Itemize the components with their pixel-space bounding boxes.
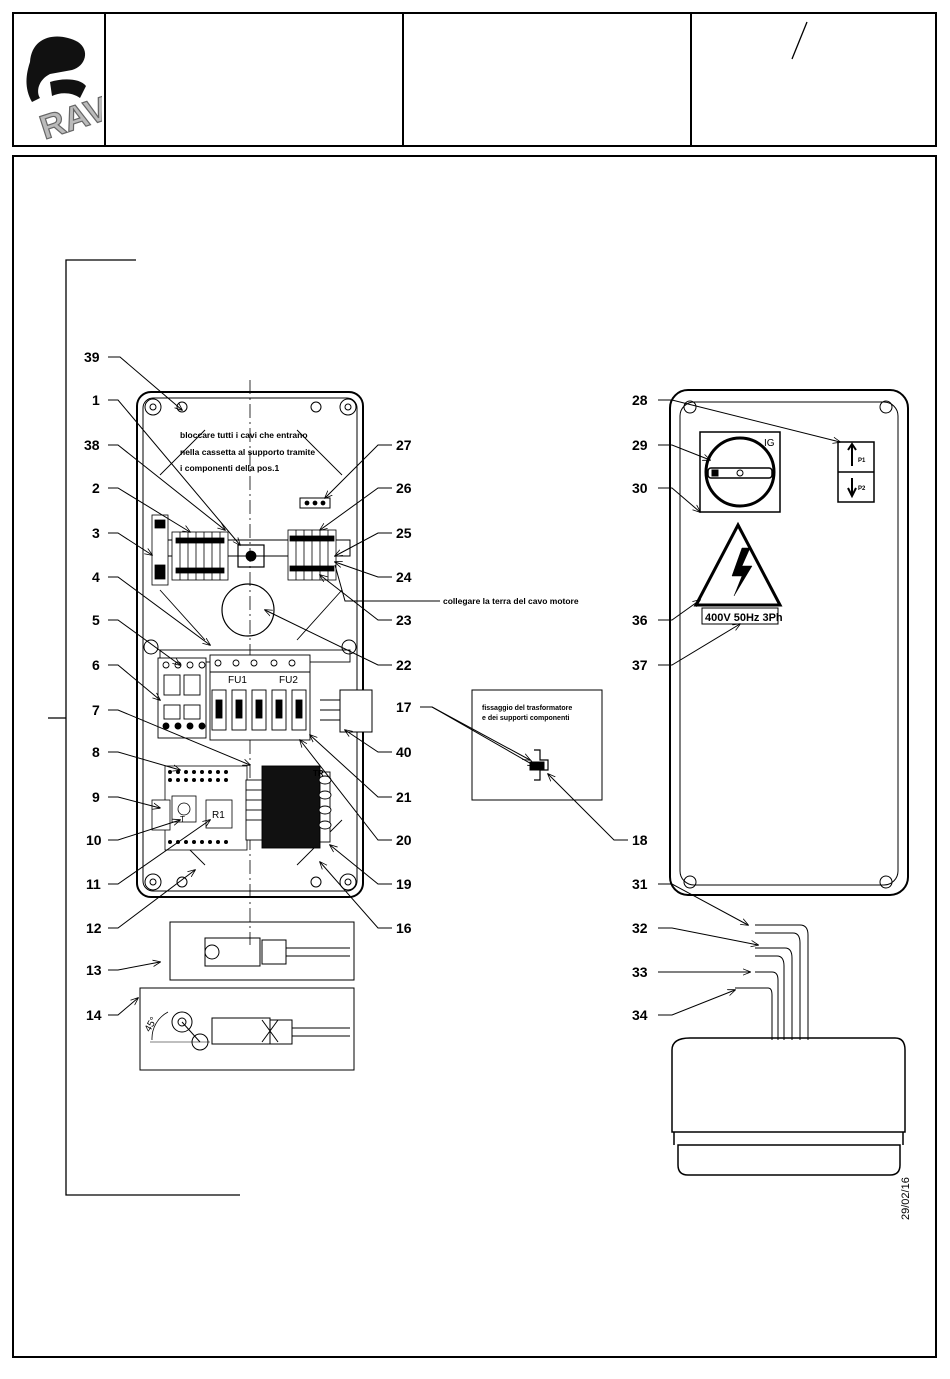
pos-31: 31 (632, 876, 648, 892)
pos-8: 8 (92, 744, 100, 760)
pos-38: 38 (84, 437, 100, 453)
leader-lines-cover (658, 399, 840, 1016)
title-block: RAV (12, 12, 937, 148)
pos-21: 21 (396, 789, 412, 805)
pos-10: 10 (86, 832, 102, 848)
fu2-label: FU2 (279, 675, 298, 686)
transformer (245, 765, 332, 849)
position-numbers-right: 27 26 25 24 23 22 40 21 20 19 16 (396, 437, 412, 936)
t-label: T (180, 815, 185, 824)
position-numbers-detail: 17 18 (396, 699, 648, 848)
pos-17: 17 (396, 699, 412, 715)
title-cell-1 (104, 14, 404, 145)
pos-23: 23 (396, 612, 412, 628)
pos-24: 24 (396, 569, 412, 585)
enclosure-cover (669, 389, 909, 896)
pos-26: 26 (396, 480, 412, 496)
leader-lines-right (265, 444, 440, 929)
pos-33: 33 (632, 964, 648, 980)
fu1-label: FU1 (228, 675, 247, 686)
limit-switch-13 (169, 921, 355, 981)
fuse-holders (209, 654, 311, 741)
pos-34: 34 (632, 1007, 648, 1023)
pos-11: 11 (86, 876, 101, 892)
title-cell-2 (402, 14, 692, 145)
pos-16: 16 (396, 920, 412, 936)
pos-19: 19 (396, 876, 412, 892)
title-cell-3 (690, 14, 937, 145)
fixing-line-1: fissaggio del trasformatore (482, 705, 572, 712)
transformer-fixing-note: fissaggio del trasformatore e dei suppor… (482, 705, 572, 722)
rav-logo: RAV (20, 22, 114, 148)
leader-lines (108, 356, 250, 1016)
warning-triangle (693, 521, 783, 625)
ig-label: IG (764, 438, 775, 449)
pos-22: 22 (396, 657, 412, 673)
p1-label: P1 (858, 458, 866, 464)
pos-2: 2 (92, 480, 100, 496)
relay-board (151, 765, 248, 851)
main-switch (699, 431, 781, 513)
contactor-group (157, 649, 351, 739)
pos-14: 14 (86, 1007, 102, 1023)
terminal-block-right (287, 497, 337, 581)
warning-plate-text: 400V 50Hz 3Ph (705, 612, 783, 624)
pos-27: 27 (396, 437, 412, 453)
angle-label: 45° (143, 1015, 160, 1034)
side-gland (320, 689, 373, 733)
pos-3: 3 (92, 525, 100, 541)
pos-32: 32 (632, 920, 648, 936)
r1-label: R1 (212, 810, 225, 821)
cable-bundle (735, 924, 809, 1040)
motor-housing (671, 1037, 906, 1176)
pos-5: 5 (92, 612, 100, 628)
pos-37: 37 (632, 657, 648, 673)
pos-6: 6 (92, 657, 100, 673)
limit-switch-14 (139, 987, 355, 1071)
motor-earth-note: collegare la terra del cavo motore (443, 596, 579, 606)
cable-lock-line-2: nella cassetta al supporto tramite (180, 447, 315, 457)
pos-18: 18 (632, 832, 648, 848)
drawing-frame (12, 155, 937, 1358)
pos-25: 25 (396, 525, 412, 541)
position-numbers-cover: 28 29 30 36 37 (632, 392, 648, 673)
pos-9: 9 (92, 789, 100, 805)
fixing-line-2: e dei supporti componenti (482, 715, 570, 722)
cable-lock-line-1: bloccare tutti i cavi che entrano (180, 430, 308, 440)
pos-7: 7 (92, 702, 100, 718)
pos-1: 1 (92, 392, 100, 408)
pos-12: 12 (86, 920, 102, 936)
pos-28: 28 (632, 392, 648, 408)
cable-lock-note: bloccare tutti i cavi che entrano nella … (180, 430, 315, 473)
push-buttons (837, 441, 875, 503)
leader-lines-detail (420, 706, 628, 841)
pos-20: 20 (396, 832, 412, 848)
terminal-block-left (151, 514, 265, 586)
pos-13: 13 (86, 962, 102, 978)
pos-40: 40 (396, 744, 412, 760)
position-numbers-cable: 31 32 33 34 (632, 876, 648, 1023)
p2-label: P2 (858, 486, 866, 492)
pos-4: 4 (92, 569, 100, 585)
section-bracket (48, 259, 240, 1196)
pos-29: 29 (632, 437, 648, 453)
slash-mark (791, 21, 808, 60)
pos-36: 36 (632, 612, 648, 628)
pos-39: 39 (84, 349, 100, 365)
cable-lock-line-3: i componenti della pos.1 (180, 463, 279, 473)
position-numbers-left: 39 1 38 2 3 4 5 6 7 8 9 10 11 12 13 14 (84, 349, 102, 1023)
pos-30: 30 (632, 480, 648, 496)
tr-label: TR (313, 769, 324, 778)
